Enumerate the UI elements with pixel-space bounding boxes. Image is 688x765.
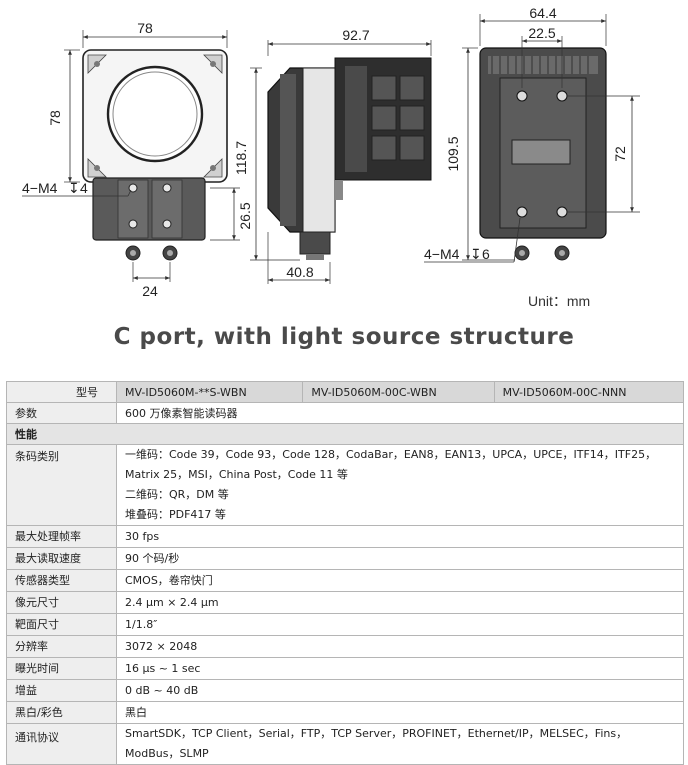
barcode-line: 一维码：Code 39，Code 93，Code 128，CodaBar，EAN… — [125, 448, 657, 461]
front-mount-height-dim: 26.5 — [237, 202, 253, 229]
spec-label: 传感器类型 — [6, 569, 117, 592]
section-row: 性能 — [6, 423, 684, 445]
spec-value: 1/1.8″ — [116, 613, 684, 636]
side-foot-dim: 40.8 — [286, 264, 313, 280]
spec-label: 曝光时间 — [6, 657, 117, 680]
back-width-dim: 64.4 — [529, 5, 556, 21]
front-conn-spacing-dim: 24 — [142, 283, 158, 299]
spec-value: 16 μs ~ 1 sec — [116, 657, 684, 680]
spec-row: 曝光时间 16 μs ~ 1 sec — [6, 657, 684, 680]
side-view-drawing: 92.7 118.7 40.8 — [233, 27, 432, 284]
front-view-drawing: 78 78 4−M4 ↧ 4 26.5 24 — [22, 20, 253, 299]
model-label-cell: 型号 — [6, 381, 117, 403]
spec-label: 靶面尺寸 — [6, 613, 117, 636]
section-label: 性能 — [6, 423, 684, 445]
model-label: 型号 — [76, 385, 98, 399]
back-total-height-dim: 109.5 — [445, 136, 461, 171]
back-view-drawing: 64.4 22.5 109.5 72 4−M4 ↧ 6 — [424, 5, 640, 263]
section-title: C port, with light source structure — [113, 324, 575, 350]
spec-row: 黑白/彩色 黑白 — [6, 701, 684, 724]
spec-value: 0 dB ~ 40 dB — [116, 679, 684, 702]
spec-label: 最大处理帧率 — [6, 525, 117, 548]
depth-symbol-icon: ↧ — [68, 180, 80, 196]
spec-label: 增益 — [6, 679, 117, 702]
front-width-dim: 78 — [137, 20, 153, 36]
back-thread-dim: 4−M4 — [424, 246, 460, 262]
protocol-line: SmartSDK，TCP Client，Serial，FTP，TCP Serve… — [125, 727, 628, 740]
spec-value: 30 fps — [116, 525, 684, 548]
front-height-dim: 78 — [47, 110, 63, 126]
spec-label: 分辨率 — [6, 635, 117, 658]
spec-row: 分辨率 3072 × 2048 — [6, 635, 684, 658]
barcode-line: 堆叠码：PDF417 等 — [125, 508, 226, 521]
protocol-label: 通讯协议 — [6, 723, 117, 765]
side-height-dim: 118.7 — [233, 141, 249, 175]
spec-value: 黑白 — [116, 701, 684, 724]
protocol-value-cell: SmartSDK，TCP Client，Serial，FTP，TCP Serve… — [116, 723, 684, 765]
param-label: 参数 — [6, 402, 117, 424]
front-thread-depth-dim: 4 — [80, 180, 88, 196]
back-hole-height-dim: 72 — [612, 146, 628, 162]
spec-table: 型号 MV-ID5060M-**S-WBN MV-ID5060M-00C-WBN… — [6, 381, 685, 765]
model-name: MV-ID5060M-00C-NNN — [493, 381, 685, 403]
model-row: 型号 MV-ID5060M-**S-WBN MV-ID5060M-00C-WBN… — [6, 381, 685, 403]
param-row: 参数 600 万像素智能读码器 — [6, 402, 684, 424]
spec-value: 2.4 μm × 2.4 μm — [116, 591, 684, 614]
back-hole-span-dim: 22.5 — [528, 25, 555, 41]
dimension-drawings: 78 78 4−M4 ↧ 4 26.5 24 92.7 118.7 40.8 — [22, 5, 640, 299]
spec-row: 增益 0 dB ~ 40 dB — [6, 679, 684, 702]
unit-label: Unit：mm — [528, 293, 591, 309]
front-thread-dim: 4−M4 — [22, 180, 58, 196]
spec-row: 像元尺寸 2.4 μm × 2.4 μm — [6, 591, 684, 614]
spec-row: 靶面尺寸 1/1.8″ — [6, 613, 684, 636]
side-depth-dim: 92.7 — [342, 27, 369, 43]
spec-label: 像元尺寸 — [6, 591, 117, 614]
spec-row: 最大读取速度 90 个码/秒 — [6, 547, 684, 570]
spec-label: 最大读取速度 — [6, 547, 117, 570]
back-thread-depth-dim: 6 — [482, 246, 490, 262]
spec-value: 90 个码/秒 — [116, 547, 684, 570]
spec-value: CMOS，卷帘快门 — [116, 569, 684, 592]
spec-value: 3072 × 2048 — [116, 635, 684, 658]
barcode-value-cell: 一维码：Code 39，Code 93，Code 128，CodaBar，EAN… — [116, 444, 684, 526]
spec-row: 最大处理帧率 30 fps — [6, 525, 684, 548]
barcode-line: Matrix 25，MSI，China Post，Code 11 等 — [125, 468, 348, 481]
barcode-line: 二维码：QR，DM 等 — [125, 488, 229, 501]
protocol-row: 通讯协议 SmartSDK，TCP Client，Serial，FTP，TCP … — [6, 723, 684, 765]
param-value: 600 万像素智能读码器 — [116, 402, 684, 424]
barcode-label: 条码类别 — [6, 444, 117, 526]
spec-row: 传感器类型 CMOS，卷帘快门 — [6, 569, 684, 592]
protocol-line: ModBus，SLMP — [125, 747, 209, 760]
model-name: MV-ID5060M-00C-WBN — [302, 381, 495, 403]
barcode-row: 条码类别 一维码：Code 39，Code 93，Code 128，CodaBa… — [6, 444, 684, 526]
model-name: MV-ID5060M-**S-WBN — [115, 381, 304, 403]
spec-label: 黑白/彩色 — [6, 701, 117, 724]
depth-symbol-icon: ↧ — [470, 246, 482, 262]
